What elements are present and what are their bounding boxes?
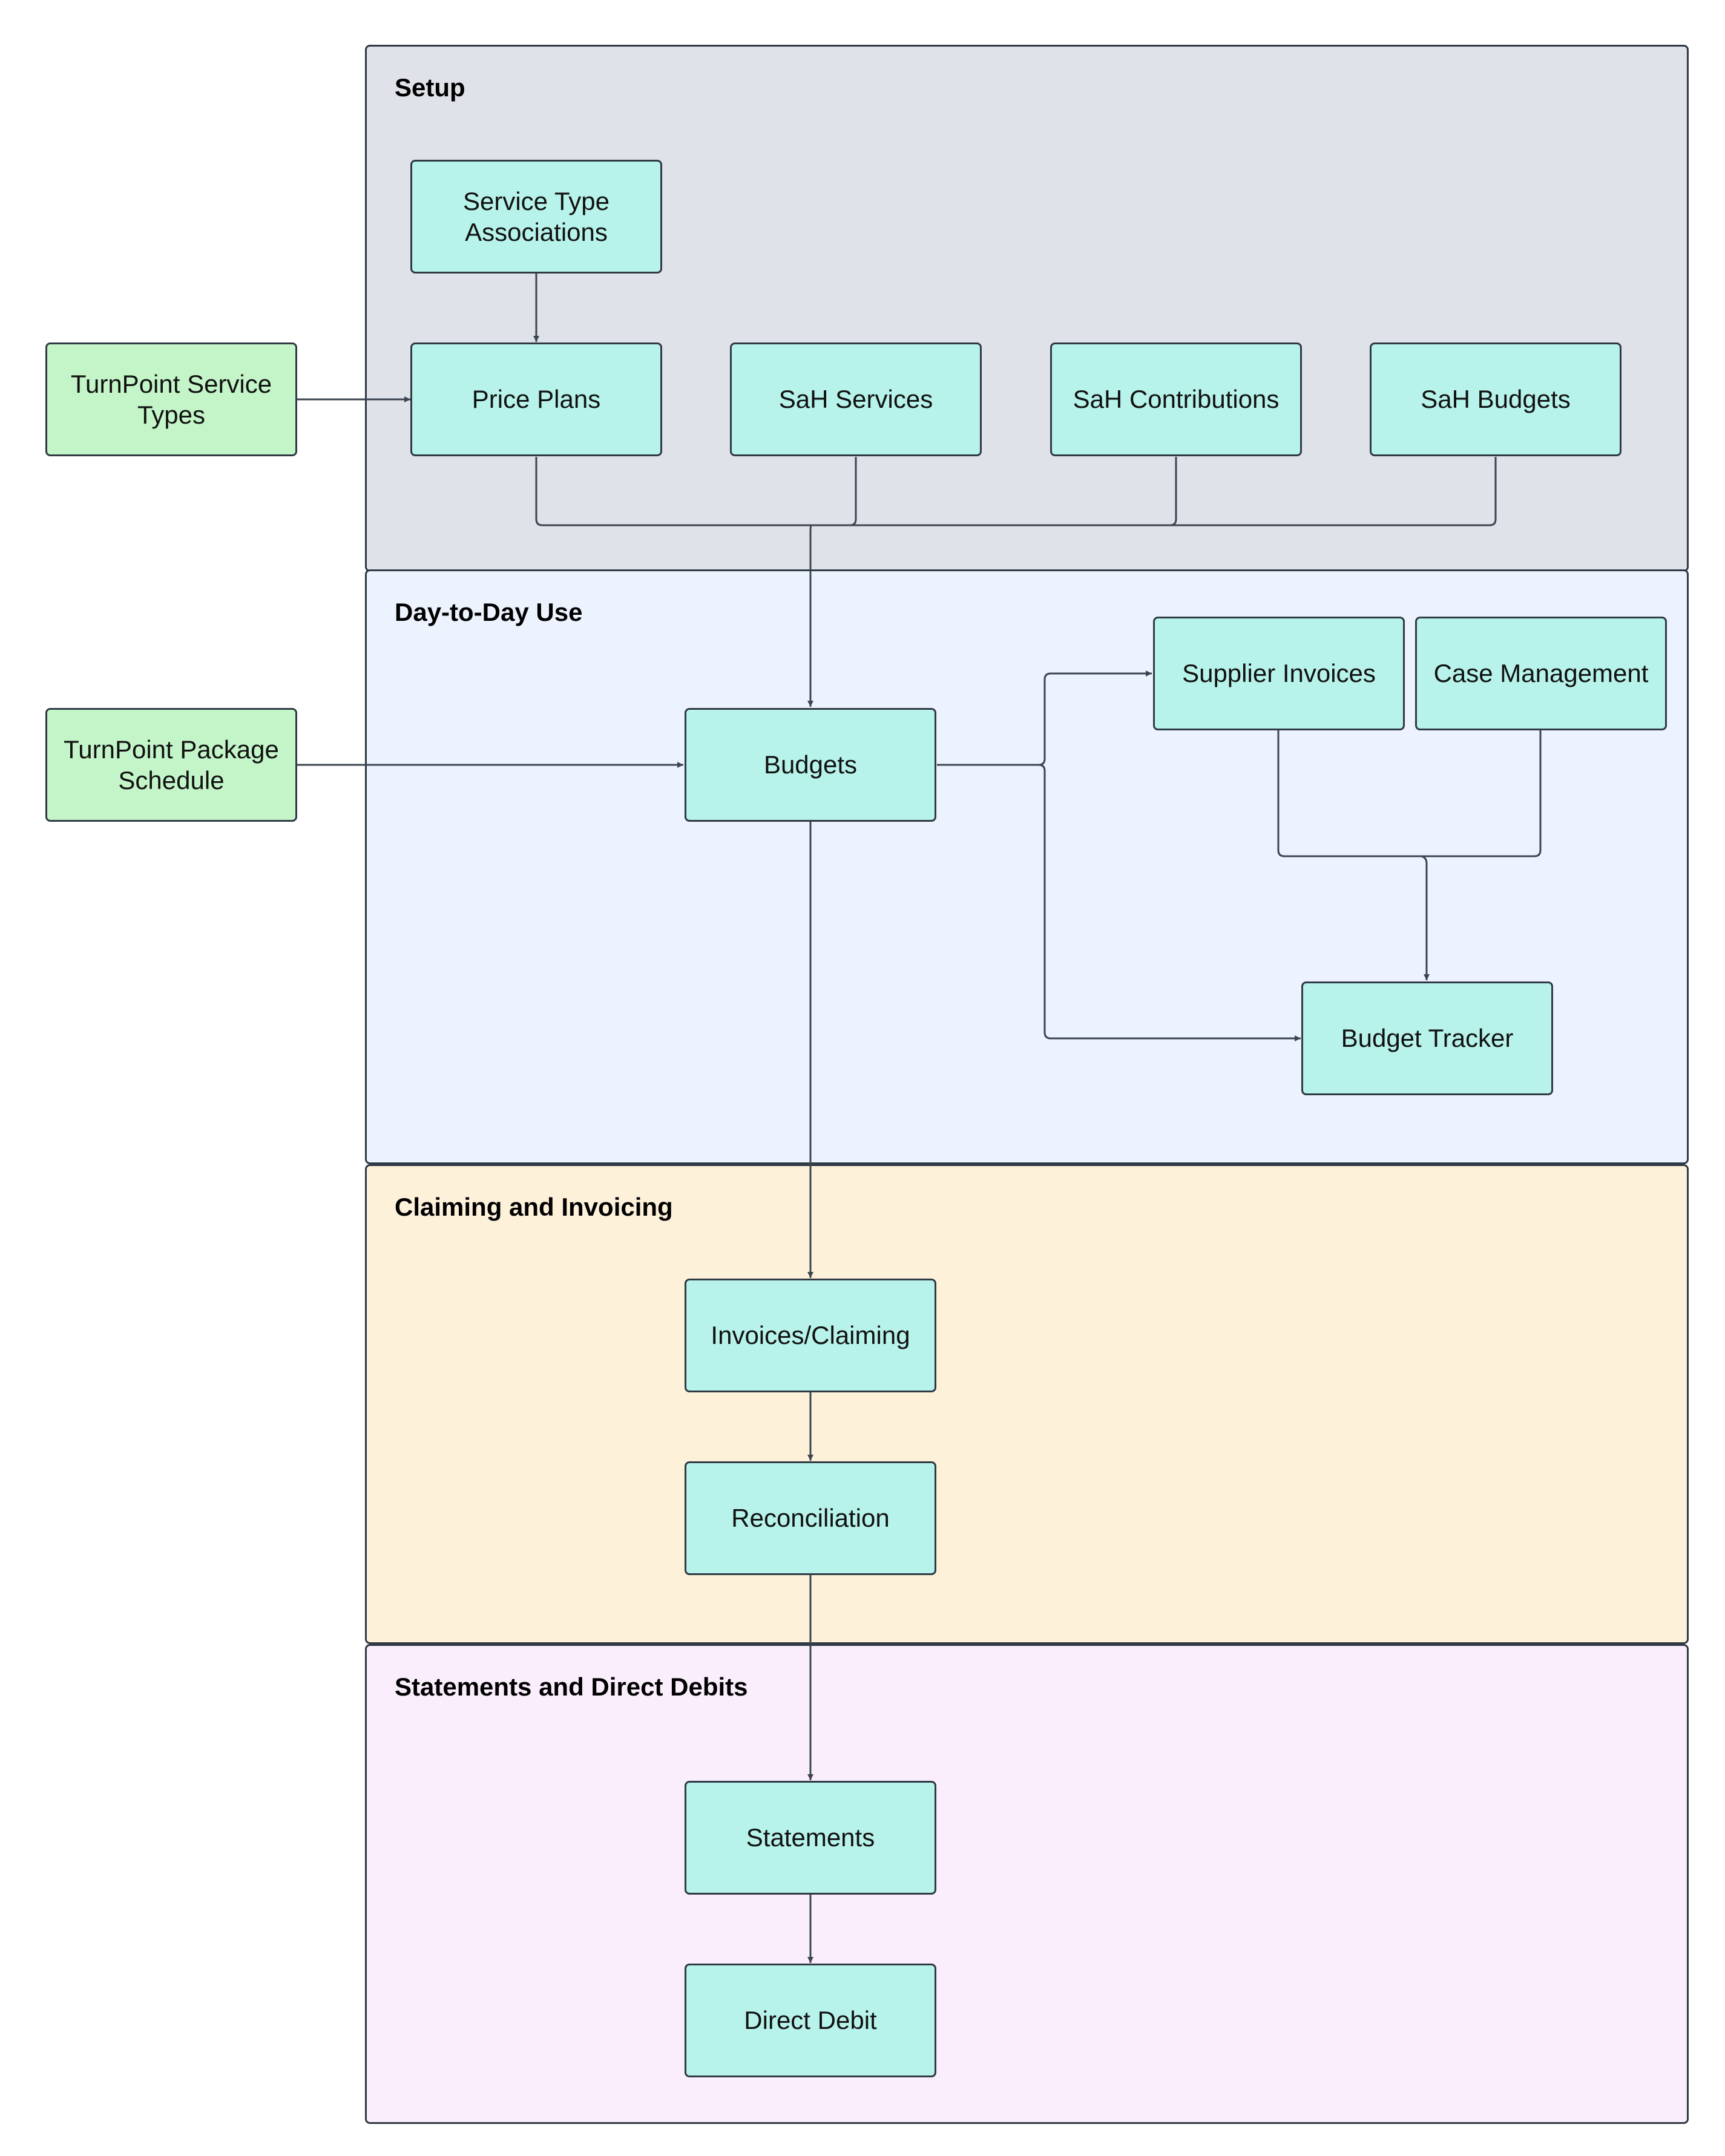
node-budgets[interactable]: Budgets <box>685 708 936 822</box>
node-label: TurnPoint Service Types <box>70 369 272 429</box>
node-label: Direct Debit <box>744 2006 877 2035</box>
edge-budgets-to-budget-tracker <box>1038 764 1301 1041</box>
node-service-type-associations[interactable]: Service Type Associations <box>410 160 662 274</box>
edge-case-management-merge <box>1427 730 1542 857</box>
node-invoices-claiming[interactable]: Invoices/Claiming <box>685 1279 936 1392</box>
node-case-management[interactable]: Case Management <box>1415 617 1667 730</box>
node-reconciliation[interactable]: Reconciliation <box>685 1461 936 1575</box>
edge-price-plans-merge <box>535 457 805 526</box>
edge-sah-contributions-merge <box>850 457 1177 526</box>
lane-title-statements-and-direct-debits: Statements and Direct Debits <box>395 1673 748 1701</box>
node-label: Reconciliation <box>731 1504 890 1533</box>
node-label: SaH Budgets <box>1421 385 1571 414</box>
node-label: SaH Contributions <box>1073 385 1280 414</box>
node-direct-debit[interactable]: Direct Debit <box>685 1964 936 2077</box>
lane-title-day-to-day-use: Day-to-Day Use <box>395 598 583 626</box>
node-label: Price Plans <box>472 385 601 414</box>
lane-title-claiming-and-invoicing: Claiming and Invoicing <box>395 1193 673 1221</box>
node-label: Supplier Invoices <box>1182 659 1376 688</box>
edge-merge-to-budget-tracker <box>1421 855 1430 980</box>
lane-claiming-and-invoicing: Claiming and Invoicing <box>365 1164 1689 1644</box>
node-label: Budgets <box>763 750 858 779</box>
edge-sah-budgets-merge <box>1170 457 1497 526</box>
node-supplier-invoices[interactable]: Supplier Invoices <box>1153 617 1405 730</box>
node-label: Case Management <box>1433 659 1649 688</box>
edge-sah-services-merge <box>805 457 857 526</box>
node-sah-services[interactable]: SaH Services <box>730 342 982 456</box>
node-sah-contributions[interactable]: SaH Contributions <box>1050 342 1302 456</box>
edge-budgets-to-supplier-invoices <box>937 670 1152 766</box>
lane-statements-and-direct-debits: Statements and Direct Debits <box>365 1644 1689 2124</box>
node-turnpoint-package-schedule[interactable]: TurnPoint Package Schedule <box>45 708 297 822</box>
node-turnpoint-service-types[interactable]: TurnPoint Service Types <box>45 342 297 456</box>
node-budget-tracker[interactable]: Budget Tracker <box>1301 981 1553 1095</box>
node-label: TurnPoint Package Schedule <box>64 735 279 795</box>
node-label: Budget Tracker <box>1341 1024 1514 1053</box>
node-sah-budgets[interactable]: SaH Budgets <box>1370 342 1622 456</box>
edge-supplier-invoices-merge <box>1277 730 1427 857</box>
lane-setup: Setup <box>365 45 1689 572</box>
node-label: Statements <box>746 1823 875 1852</box>
node-label: Service Type Associations <box>462 186 610 246</box>
node-label: SaH Services <box>778 385 933 414</box>
edge-setup-to-budgets <box>807 525 813 707</box>
node-statements[interactable]: Statements <box>685 1781 936 1895</box>
node-label: Invoices/Claiming <box>711 1321 910 1350</box>
lane-title-setup: Setup <box>395 73 465 102</box>
node-price-plans[interactable]: Price Plans <box>410 342 662 456</box>
